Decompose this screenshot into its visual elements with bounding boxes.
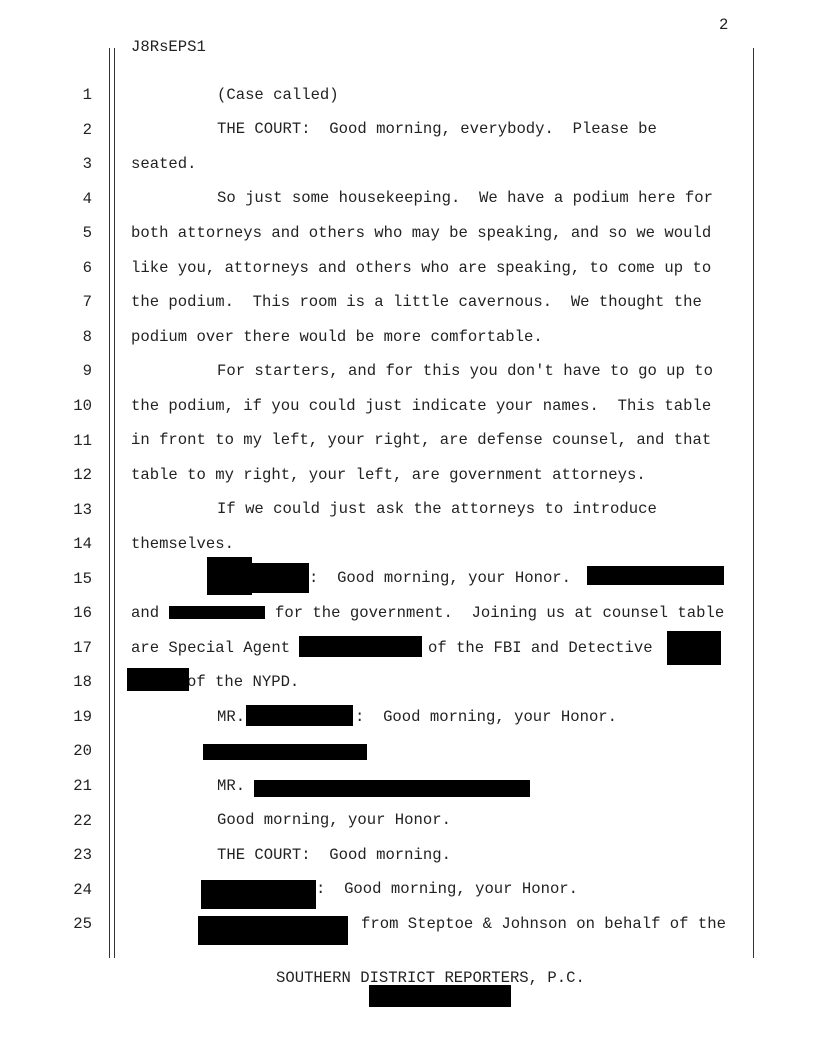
line-number: 17	[73, 638, 92, 657]
line-number: 10	[73, 396, 92, 415]
line-number: 6	[82, 258, 92, 277]
transcript-line: THE COURT: Good morning.	[217, 846, 451, 864]
transcript-line: both attorneys and others who may be spe…	[131, 224, 712, 242]
page-number: 2	[719, 16, 729, 34]
left-margin-rule-inner	[114, 48, 115, 958]
transcript-line: from Steptoe & Johnson on behalf of the	[361, 915, 726, 933]
redaction-box	[127, 668, 189, 691]
line-number: 7	[82, 293, 92, 312]
redaction-box	[299, 636, 422, 657]
transcript-line: for the government. Joining us at counse…	[275, 604, 725, 622]
line-number: 22	[73, 811, 92, 830]
redaction-box	[667, 631, 721, 665]
redaction-box	[587, 566, 724, 585]
transcript-line: seated.	[131, 155, 197, 173]
transcript-line: the podium, if you could just indicate y…	[131, 397, 712, 415]
line-number: 4	[82, 189, 92, 208]
transcript-line: If we could just ask the attorneys to in…	[217, 500, 657, 518]
line-number: 8	[82, 327, 92, 346]
transcript-line: MR.	[217, 777, 246, 795]
line-number: 2	[82, 120, 92, 139]
header-code: J8RsEPS1	[131, 38, 206, 56]
line-number: 5	[82, 224, 92, 243]
line-number: 1	[82, 86, 92, 104]
line-number: 23	[73, 846, 92, 865]
redaction-box	[201, 880, 316, 909]
line-number: 9	[82, 362, 92, 381]
line-number: 11	[73, 431, 92, 450]
transcript-line: table to my right, your left, are govern…	[131, 466, 646, 484]
transcript-line: : Good morning, your Honor.	[309, 569, 572, 587]
transcript-line: podium over there would be more comforta…	[131, 328, 543, 346]
transcript-line: : Good morning, your Honor.	[316, 880, 579, 898]
line-number: 14	[73, 535, 92, 554]
line-number: 20	[73, 742, 92, 761]
redaction-box	[252, 563, 309, 593]
redaction-box	[254, 780, 530, 797]
line-number: 12	[73, 466, 92, 485]
transcript-line: (Case called)	[217, 86, 339, 104]
redaction-box	[198, 916, 348, 945]
left-margin-rule	[109, 48, 110, 958]
line-number: 24	[73, 880, 92, 899]
line-number: 3	[82, 155, 92, 174]
transcript-line: the podium. This room is a little cavern…	[131, 293, 702, 311]
transcript-line: THE COURT: Good morning, everybody. Plea…	[217, 120, 657, 138]
line-number: 19	[73, 707, 92, 726]
transcript-line: : Good morning, your Honor.	[355, 708, 618, 726]
transcript-line: in front to my left, your right, are def…	[131, 431, 712, 449]
line-number: 21	[73, 777, 92, 795]
transcript-line: of the FBI and Detective	[428, 639, 653, 657]
footer-reporter: SOUTHERN DISTRICT REPORTERS, P.C.	[276, 969, 585, 987]
transcript-line: and	[131, 604, 160, 622]
transcript-line: are Special Agent	[131, 639, 291, 657]
redaction-box	[169, 606, 265, 619]
transcript-line: themselves.	[131, 535, 234, 553]
transcript-line: So just some housekeeping. We have a pod…	[217, 189, 713, 207]
transcript-line: of the NYPD.	[187, 673, 300, 691]
transcript-line: like you, attorneys and others who are s…	[131, 259, 712, 277]
transcript-line: Good morning, your Honor.	[217, 811, 451, 829]
right-margin-rule	[753, 48, 754, 958]
line-number: 15	[73, 569, 92, 588]
line-number: 18	[73, 673, 92, 692]
line-number: 16	[73, 604, 92, 623]
line-number: 13	[73, 500, 92, 519]
redaction-box	[203, 744, 367, 760]
transcript-line: MR.	[217, 708, 246, 726]
transcript-line: For starters, and for this you don't hav…	[217, 362, 713, 380]
redaction-box	[207, 557, 252, 595]
redaction-box	[369, 985, 511, 1007]
line-number: 25	[73, 915, 92, 934]
redaction-box	[246, 705, 353, 726]
